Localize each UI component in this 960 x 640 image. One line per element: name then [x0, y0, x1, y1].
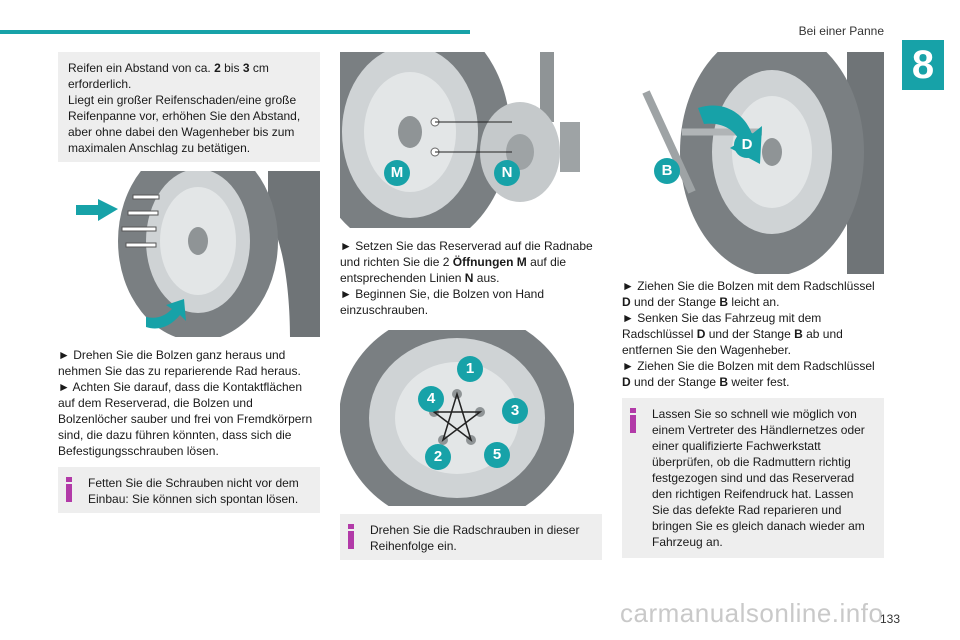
info-icon: [348, 524, 354, 549]
info-box: Lassen Sie so schnell wie möglich von ei…: [622, 398, 884, 558]
info-text: Fetten Sie die Schrauben nicht vor dem E…: [88, 476, 299, 506]
step-check-surfaces: ► Achten Sie darauf, dass die Kontaktflä…: [58, 380, 313, 458]
step-tighten-lightly: ► Ziehen Sie die Bolzen mit dem Radschlü…: [622, 279, 875, 309]
chapter-number-badge: 8: [902, 40, 944, 90]
note-text: Reifen ein Abstand von ca. 2 bis 3 cm er…: [68, 61, 301, 155]
step-tighten-fully: ► Ziehen Sie die Bolzen mit dem Radschlü…: [622, 359, 875, 389]
page-number: 133: [879, 612, 900, 626]
note-box: Reifen ein Abstand von ca. 2 bis 3 cm er…: [58, 52, 320, 162]
bolt-sequence-illustration: 1 2 3 4 5: [340, 330, 574, 506]
left-arrow-icon: [76, 199, 118, 221]
label-m: M: [384, 160, 410, 186]
align-spare-wheel-illustration: M N: [340, 52, 580, 228]
step-align-spare: ► Setzen Sie das Reserverad auf die Radn…: [340, 239, 593, 285]
info-box: Drehen Sie die Radschrauben in dieser Re…: [340, 514, 602, 560]
step-remove-bolts: ► Drehen Sie die Bolzen ganz heraus und …: [58, 348, 301, 378]
step-screw-by-hand: ► Beginnen Sie, die Bolzen von Hand einz…: [340, 287, 545, 317]
label-b: B: [654, 158, 680, 184]
label-n: N: [494, 160, 520, 186]
label-d: D: [734, 132, 760, 158]
bolt-number: 5: [484, 442, 510, 468]
section-title: Bei einer Panne: [798, 24, 884, 38]
rotate-arrow-icon: [146, 299, 186, 329]
tighten-bolts-illustration: B D: [622, 52, 884, 274]
column-3: B D ► Ziehen Sie die Bolzen mit dem Rads…: [622, 52, 884, 558]
bolt-number: 4: [418, 386, 444, 412]
wheel-removal-illustration: [58, 171, 320, 337]
info-text: Drehen Sie die Radschrauben in dieser Re…: [370, 523, 580, 553]
info-text: Lassen Sie so schnell wie möglich von ei…: [652, 407, 865, 549]
step-lower-vehicle: ► Senken Sie das Fahrzeug mit dem Radsch…: [622, 311, 843, 357]
column-2: M N ► Setzen Sie das Reserverad auf die …: [340, 52, 602, 560]
bolt-number: 2: [425, 444, 451, 470]
info-icon: [66, 477, 72, 502]
header-accent-bar: [0, 30, 470, 34]
bolt-number: 3: [502, 398, 528, 424]
info-icon: [630, 408, 636, 433]
column-1: Reifen ein Abstand von ca. 2 bis 3 cm er…: [58, 52, 320, 513]
watermark: carmanualsonline.info: [620, 598, 884, 628]
bolt-number: 1: [457, 356, 483, 382]
info-box: Fetten Sie die Schrauben nicht vor dem E…: [58, 467, 320, 513]
